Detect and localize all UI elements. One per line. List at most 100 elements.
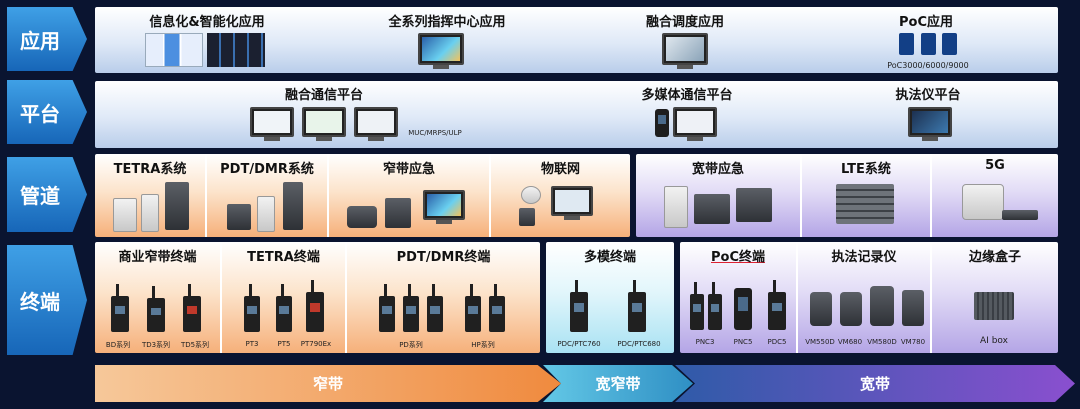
app-command-title: 全系列指挥中心应用 xyxy=(388,15,506,30)
sensor-icon xyxy=(521,186,541,204)
band-mixed-label: 宽窄带 xyxy=(595,375,641,393)
platform-fusion-title: 融合通信平台 xyxy=(284,88,364,103)
terminal-model-label: PT5 xyxy=(277,340,291,348)
5g-unit-icon xyxy=(1002,210,1038,220)
layer-label: 终端 xyxy=(20,289,60,314)
poc-device xyxy=(899,33,914,55)
base-station-icon xyxy=(227,204,251,230)
radio-icon xyxy=(111,284,129,332)
application-panel: 信息化&智能化应用 全系列指挥中心应用 融合调度应用 PoC应用 PoC3000… xyxy=(95,7,1058,73)
app-poc-title: PoC应用 xyxy=(899,15,953,30)
pipeline-5g: 5G xyxy=(932,154,1058,237)
terminal-multimode-title: 多模终端 xyxy=(583,250,637,265)
app-info-title: 信息化&智能化应用 xyxy=(149,15,265,30)
server-rack-icon xyxy=(836,184,894,224)
app-screen-thumbnails xyxy=(207,33,265,67)
pipeline-iot: 物联网 xyxy=(491,154,630,237)
fusion-monitor xyxy=(354,107,398,141)
radio-icon xyxy=(403,284,419,332)
layer-label: 管道 xyxy=(20,184,60,208)
fusion-monitor xyxy=(250,107,294,141)
radio-icon xyxy=(244,284,260,332)
pipeline-narrow-emergency: 窄带应急 xyxy=(329,154,489,237)
pipeline-tetra: TETRA系统 xyxy=(95,154,205,237)
terminal-edge: 边缘盒子 AI box xyxy=(932,242,1058,353)
radio-icon xyxy=(489,284,505,332)
portable-station-icon xyxy=(664,186,688,228)
radio-icon xyxy=(465,284,481,332)
terminal-commercial-title: 商业窄带终端 xyxy=(118,250,197,265)
terminal-model-label: VM550D xyxy=(805,338,835,346)
terminal-tetra-title: TETRA终端 xyxy=(247,250,320,265)
radio-icon xyxy=(183,284,201,332)
terminal-poc-title: PoC终端 xyxy=(711,250,765,265)
terminal-model-label: PNC3 xyxy=(695,338,715,346)
terminal-model-label: PDC/PTC760 xyxy=(557,340,601,348)
radio-icon xyxy=(768,280,786,330)
layer-arrow-platform: 平台 xyxy=(7,80,87,144)
terminal-model-label: PNC5 xyxy=(733,338,753,346)
base-station-icon xyxy=(141,194,159,232)
terminal-model-label: VM780 xyxy=(900,338,926,346)
rack-icon xyxy=(165,182,189,230)
portable-station-icon xyxy=(694,194,730,224)
base-station-icon xyxy=(257,196,275,232)
poc-models: PoC3000/6000/9000 xyxy=(887,61,969,70)
terminal-pdt: PDT/DMR终端 PD系列 HP系列 xyxy=(347,242,540,353)
radio-icon xyxy=(379,284,395,332)
pipeline-pdt: PDT/DMR系统 xyxy=(207,154,327,237)
pipeline-broad-emergency-title: 宽带应急 xyxy=(691,162,745,177)
rugged-laptop-icon xyxy=(736,188,772,222)
pipeline-narrow-panel: TETRA系统 PDT/DMR系统 窄带应急 物联网 xyxy=(95,154,630,237)
platform-panel: 融合通信平台 多媒体通信平台 执法仪平台 MUC/MRPS/ULP xyxy=(95,81,1058,148)
command-monitor xyxy=(418,33,464,69)
radio-icon xyxy=(628,280,646,332)
base-station-icon xyxy=(113,198,137,232)
multimedia-monitor xyxy=(673,107,717,141)
radio-icon xyxy=(306,280,324,332)
fusion-monitor xyxy=(302,107,346,141)
band-narrow-label: 窄带 xyxy=(312,375,343,393)
law-monitor xyxy=(908,107,952,141)
layer-label: 应用 xyxy=(20,28,60,53)
terminal-pdt-title: PDT/DMR终端 xyxy=(396,250,491,265)
terminal-commercial: 商业窄带终端 BD系列 TD3系列 TD5系列 xyxy=(95,242,220,353)
layer-arrow-pipeline: 管道 xyxy=(7,157,87,232)
pipeline-broad-panel: 宽带应急 LTE系统 5G xyxy=(636,154,1058,237)
pipeline-lte-title: LTE系统 xyxy=(841,162,891,177)
terminal-model-label: PT790Ex xyxy=(300,340,332,348)
5g-small-cell-icon xyxy=(962,184,1004,220)
pipeline-broad-emergency: 宽带应急 xyxy=(636,154,800,237)
terminal-model-label: VM680 xyxy=(837,338,863,346)
pipeline-narrow-emergency-title: 窄带应急 xyxy=(382,162,436,177)
pipeline-pdt-title: PDT/DMR系统 xyxy=(220,162,314,177)
terminal-narrow-panel: 商业窄带终端 BD系列 TD3系列 TD5系列 TETRA终端 PT3 PT5 … xyxy=(95,242,540,353)
ai-box-icon xyxy=(974,292,1014,320)
body-camera-icon xyxy=(840,292,862,326)
platform-multimedia-title: 多媒体通信平台 xyxy=(641,88,733,103)
terminal-model-label: PD系列 xyxy=(399,341,423,349)
phone-icon xyxy=(734,288,752,330)
layer-arrow-terminal: 终端 xyxy=(7,245,87,355)
poc-device xyxy=(942,33,957,55)
terminal-multimode-panel: 多模终端 PDC/PTC760 PDC/PTC680 xyxy=(546,242,674,353)
terminal-model-label: AI box xyxy=(980,336,1008,346)
terminal-poc: PoC终端 PNC3 PNC5 PDC5 xyxy=(680,242,796,353)
layer-arrow-application: 应用 xyxy=(7,7,87,71)
terminal-model-label: HP系列 xyxy=(471,341,495,349)
pipeline-5g-title: 5G xyxy=(985,158,1005,173)
terminal-model-label: BD系列 xyxy=(105,341,131,349)
radio-icon xyxy=(276,284,292,332)
portable-station-icon xyxy=(385,198,411,228)
layer-label: 平台 xyxy=(20,101,60,126)
terminal-recorder: 执法记录仪 VM550D VM680 VM580D VM780 xyxy=(798,242,930,353)
rack-icon xyxy=(283,182,303,230)
iot-device-icon xyxy=(519,208,535,226)
pipeline-lte: LTE系统 xyxy=(802,154,930,237)
body-camera-icon xyxy=(902,290,924,326)
poc-device xyxy=(921,33,936,55)
band-narrow: 窄带 xyxy=(95,365,561,402)
terminal-edge-title: 边缘盒子 xyxy=(968,250,1022,265)
body-camera-icon xyxy=(870,286,894,326)
radio-icon xyxy=(427,284,443,332)
